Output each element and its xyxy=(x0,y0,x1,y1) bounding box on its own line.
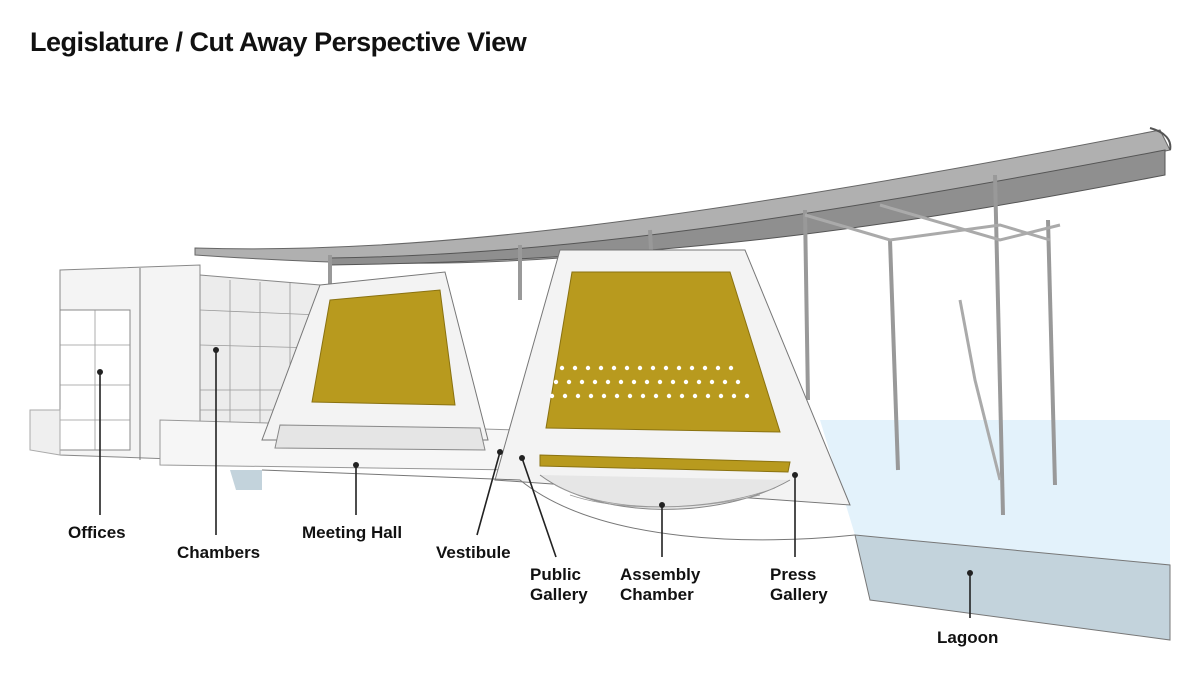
perforation xyxy=(631,379,637,385)
diagram-title: Legislature / Cut Away Perspective View xyxy=(30,27,527,57)
perforation xyxy=(592,379,598,385)
perforation xyxy=(722,379,728,385)
perforation xyxy=(702,365,708,371)
perforation xyxy=(663,365,669,371)
perforation xyxy=(579,379,585,385)
label-press-gallery-1: Press xyxy=(770,565,816,584)
perforation xyxy=(549,393,555,399)
label-public-gallery-2: Gallery xyxy=(530,585,588,604)
label-press-gallery-2: Gallery xyxy=(770,585,828,604)
label-assembly-chamber-2: Chamber xyxy=(620,585,694,604)
lagoon-water xyxy=(230,420,1171,641)
label-lagoon: Lagoon xyxy=(937,628,998,647)
perforation xyxy=(705,393,711,399)
label-public-gallery-1: Public xyxy=(530,565,581,584)
perforation xyxy=(728,365,734,371)
perforation xyxy=(731,393,737,399)
label-vestibule: Vestibule xyxy=(436,543,511,562)
perforation xyxy=(575,393,581,399)
perforation xyxy=(644,379,650,385)
perforation xyxy=(605,379,611,385)
perforation xyxy=(718,393,724,399)
assembly-chamber-cone xyxy=(494,249,851,510)
perforation xyxy=(627,393,633,399)
perforation xyxy=(692,393,698,399)
perforation xyxy=(614,393,620,399)
roof-struts xyxy=(804,203,1061,481)
perforation xyxy=(657,379,663,385)
perforation xyxy=(696,379,702,385)
perforation xyxy=(653,393,659,399)
perforation xyxy=(562,393,568,399)
label-offices: Offices xyxy=(68,523,126,542)
perforation xyxy=(566,379,572,385)
perforation xyxy=(611,365,617,371)
perforation xyxy=(598,365,604,371)
label-meeting-hall: Meeting Hall xyxy=(302,523,402,542)
perforation xyxy=(744,393,750,399)
perforation xyxy=(679,393,685,399)
perforation xyxy=(637,365,643,371)
canopy-roof xyxy=(194,127,1172,266)
perforation xyxy=(585,365,591,371)
perforation xyxy=(572,365,578,371)
perforation xyxy=(588,393,594,399)
perforation xyxy=(689,365,695,371)
offices-block xyxy=(29,264,201,461)
perforation xyxy=(601,393,607,399)
perforation xyxy=(553,379,559,385)
perforation xyxy=(735,379,741,385)
perforation xyxy=(670,379,676,385)
perforation xyxy=(709,379,715,385)
perforation xyxy=(559,365,565,371)
perforation xyxy=(618,379,624,385)
perforation xyxy=(666,393,672,399)
leader-lines xyxy=(97,347,973,618)
label-chambers: Chambers xyxy=(177,543,260,562)
perforation xyxy=(640,393,646,399)
perforation xyxy=(624,365,630,371)
perforation xyxy=(683,379,689,385)
perforation xyxy=(650,365,656,371)
meeting-hall-cone xyxy=(261,271,489,451)
perforation xyxy=(676,365,682,371)
label-assembly-chamber-1: Assembly xyxy=(620,565,701,584)
perforation xyxy=(715,365,721,371)
